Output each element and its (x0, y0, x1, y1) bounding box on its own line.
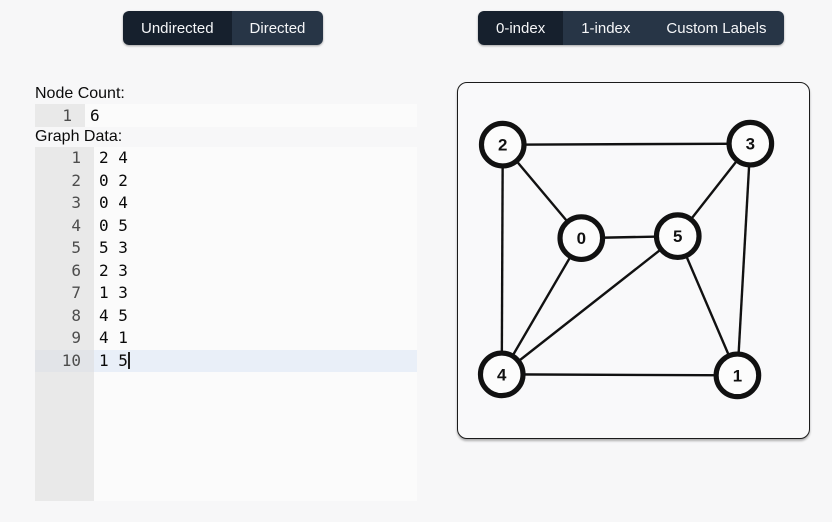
node-circle[interactable] (726, 119, 775, 168)
node-label: 1 (733, 366, 742, 385)
graph-edge-4-5[interactable] (501, 235, 679, 376)
edge-text[interactable]: 2 4 (99, 148, 128, 167)
graph-edge-2-3[interactable] (502, 142, 751, 146)
graph-node-5[interactable]: 5 (653, 212, 702, 261)
text-cursor (127, 351, 130, 369)
line-number: 9 (35, 327, 94, 350)
node-label: 3 (746, 135, 755, 154)
graph-node-4[interactable]: 4 (477, 350, 526, 399)
graph-data-line[interactable]: 7 1 3 (35, 282, 417, 305)
line-number: 10 (35, 349, 94, 372)
graph-data-line[interactable]: 9 4 1 (35, 327, 417, 350)
graph-data-line[interactable]: 5 5 3 (35, 237, 417, 260)
edge-text[interactable]: 5 3 (99, 238, 128, 257)
graph-edge-2-4[interactable] (500, 144, 504, 375)
edge-text[interactable]: 1 5 (94, 349, 417, 372)
edge-text[interactable]: 0 4 (99, 193, 128, 212)
graph-data-label: Graph Data: (35, 128, 123, 145)
edge-text[interactable]: 0 2 (99, 170, 128, 190)
node-circle[interactable] (653, 212, 702, 261)
graph-data-line[interactable]: 1 2 4 (35, 147, 417, 170)
edge-text[interactable]: 2 3 (99, 260, 128, 280)
graph-svg: 2 3 0 5 4 1 (477, 119, 775, 400)
node-circle[interactable] (477, 350, 526, 399)
node-count-value[interactable]: 6 (90, 106, 100, 125)
toggle-1-index[interactable]: 1-index (563, 11, 649, 45)
edge-text[interactable]: 0 5 (99, 215, 128, 235)
toggle-custom-labels[interactable]: Custom Labels (648, 11, 785, 45)
line-number: 7 (35, 282, 94, 305)
edge-text[interactable]: 4 5 (99, 305, 128, 325)
graph-data-line[interactable]: 3 0 4 (35, 192, 417, 215)
toggle-directed[interactable]: Directed (231, 11, 324, 45)
node-circle[interactable] (478, 120, 527, 169)
toggle-0-index[interactable]: 0-index (478, 11, 564, 45)
toggle-undirected[interactable]: Undirected (123, 11, 232, 45)
graph-edge-1-5[interactable] (676, 235, 739, 376)
node-count-line-number: 1 (35, 104, 85, 127)
line-number: 8 (35, 304, 94, 327)
graph-node-1[interactable]: 1 (713, 351, 762, 400)
node-count-line[interactable]: 1 6 (35, 104, 417, 127)
edge-text[interactable]: 1 3 (99, 283, 128, 302)
node-circle[interactable] (713, 351, 762, 400)
graph-canvas[interactable]: 2 3 0 5 4 1 (457, 82, 810, 439)
line-number: 2 (35, 169, 94, 192)
graph-node-3[interactable]: 3 (726, 119, 775, 168)
line-number: 1 (35, 147, 94, 170)
line-number: 5 (35, 237, 94, 260)
edge-text[interactable]: 4 1 (99, 328, 128, 347)
node-count-editor[interactable]: 1 6 (35, 104, 417, 127)
node-count-label: Node Count: (35, 85, 125, 102)
line-number: 4 (35, 214, 94, 237)
graph-node-2[interactable]: 2 (478, 120, 527, 169)
line-number: 6 (35, 259, 94, 282)
node-label: 0 (577, 229, 586, 248)
node-circle[interactable] (557, 214, 606, 262)
graph-node-0[interactable]: 0 (557, 214, 606, 262)
line-number: 3 (35, 192, 94, 215)
graph-edge-4-1[interactable] (501, 373, 738, 377)
gutter-filler (35, 372, 94, 501)
node-label: 4 (497, 365, 507, 384)
graph-edge-0-4[interactable] (500, 237, 583, 375)
graph-edge-1-3[interactable] (736, 143, 752, 376)
node-label: 5 (673, 227, 682, 246)
node-label: 2 (498, 136, 507, 155)
